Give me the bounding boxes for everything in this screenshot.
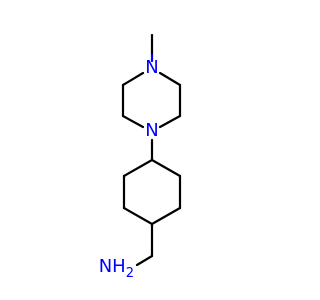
molecule-drawing: N N NH2 — [99, 33, 182, 281]
atom-n-methyl: N — [145, 57, 158, 78]
bond-cy-3 — [150, 206, 182, 226]
bond-cy-4 — [122, 206, 154, 226]
structure-canvas: N N NH2 — [99, 33, 182, 281]
bond-pip-4 — [121, 114, 145, 129]
bond-ch2-n — [135, 254, 154, 267]
bond-cy-6 — [122, 158, 154, 178]
atom-amine-subscript: 2 — [126, 266, 134, 281]
bond-pip-3 — [158, 114, 182, 129]
bond-cy-1 — [150, 158, 182, 178]
atom-amine-symbol: NH — [99, 256, 126, 277]
bond-pip-1 — [158, 71, 182, 87]
bond-pip-6 — [121, 71, 145, 87]
atom-n-ring: N — [145, 120, 158, 141]
atom-amine: NH2 — [99, 256, 134, 281]
